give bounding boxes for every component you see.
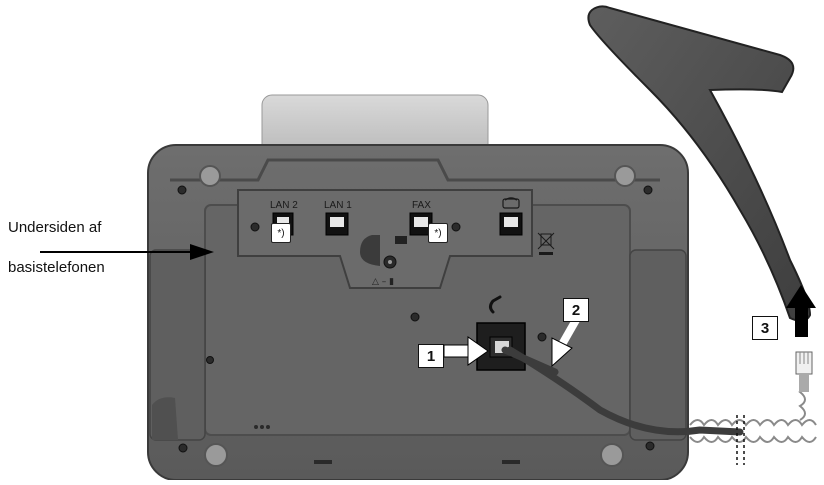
screw-holes xyxy=(177,185,655,453)
rubber-feet xyxy=(199,165,636,467)
weee-bin-icon xyxy=(537,232,555,255)
arrow-step3 xyxy=(786,285,816,337)
arrow-step1 xyxy=(443,336,489,366)
callout-2: 2 xyxy=(563,298,589,322)
callout-3: 3 xyxy=(752,316,778,340)
handset xyxy=(587,5,812,322)
handset-port[interactable] xyxy=(476,322,526,371)
lan2-label: LAN 2 xyxy=(270,200,298,211)
footnote-fax: *) xyxy=(428,223,448,243)
slots xyxy=(254,425,520,464)
handset-port-icon xyxy=(489,295,502,314)
connector-recess xyxy=(237,189,533,289)
footnote-lan2: *) xyxy=(271,223,291,243)
arrow-icon xyxy=(40,244,214,260)
callout-1: 1 xyxy=(418,344,444,368)
lan1-label: LAN 1 xyxy=(324,200,352,211)
svg-text:△ – ▮: △ – ▮ xyxy=(372,277,394,287)
bottom-label-line1: Undersiden af xyxy=(8,219,102,236)
bottom-label-line2: basistelefonen xyxy=(8,259,105,276)
cradle-notch xyxy=(152,397,178,440)
phone-receiver-icon xyxy=(502,197,520,209)
cut-marks xyxy=(736,415,745,465)
phone-line-port[interactable] xyxy=(499,212,523,236)
handset-plug xyxy=(795,351,813,392)
side-rail-right xyxy=(629,249,687,441)
arrow-step2 xyxy=(551,318,580,368)
power-socket-icon[interactable]: △ – ▮ xyxy=(360,235,407,287)
top-bezel xyxy=(170,158,660,182)
lan1-port[interactable] xyxy=(325,212,349,236)
fax-label: FAX xyxy=(412,200,431,211)
